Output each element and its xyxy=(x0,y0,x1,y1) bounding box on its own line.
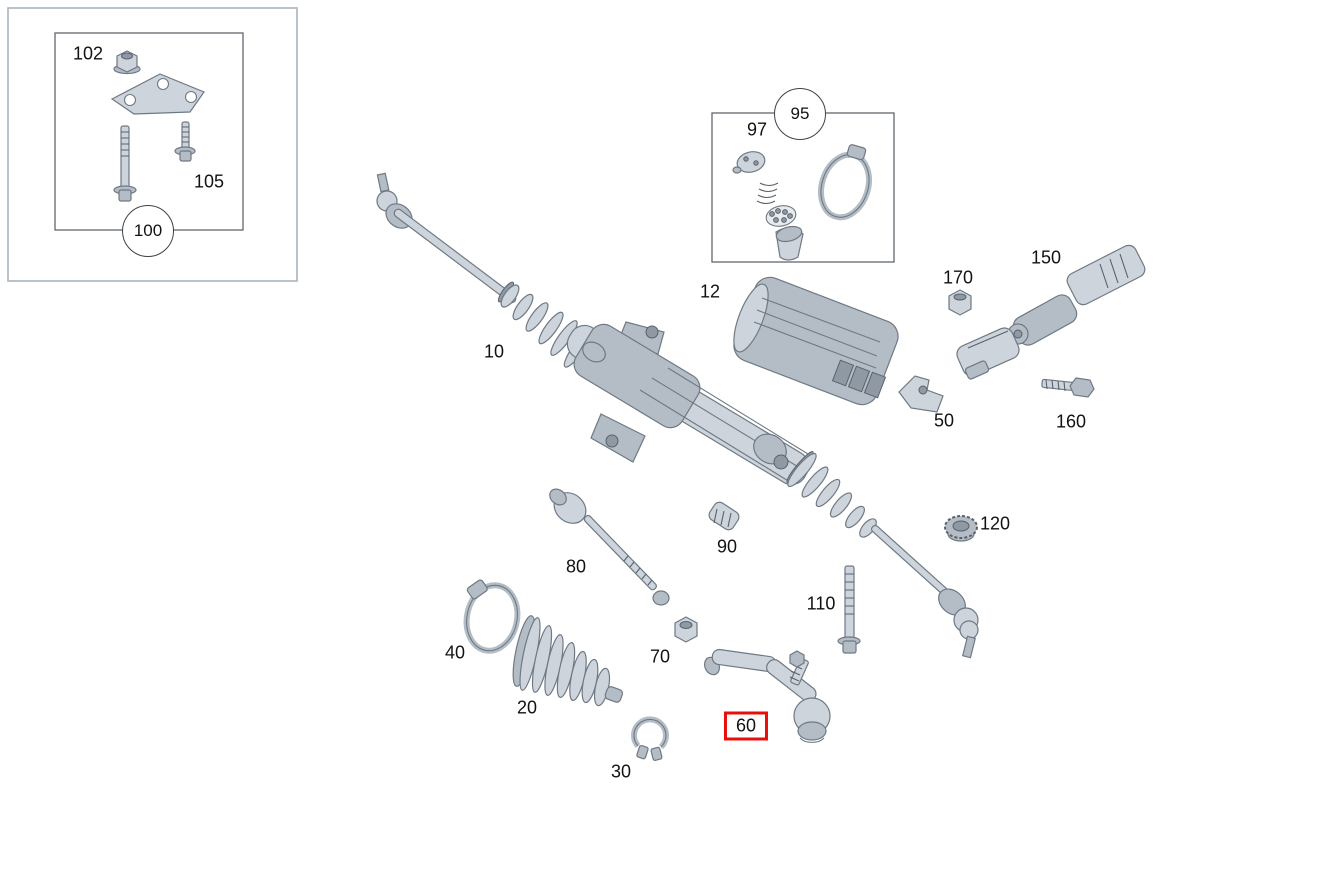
plug-piston-icon xyxy=(775,225,804,261)
mounting-plate-icon xyxy=(110,73,205,115)
part-label-90: 90 xyxy=(716,536,738,557)
part-label-60-highlighted: 60 xyxy=(723,711,769,741)
spring-icon xyxy=(756,182,779,205)
hose-clamp-95-icon xyxy=(817,144,873,221)
part-label-95-circled: 95 xyxy=(774,88,826,140)
cap-97-icon xyxy=(732,151,766,174)
bearing-icon xyxy=(765,205,797,227)
part-label-40: 40 xyxy=(444,642,466,663)
part-label-12: 12 xyxy=(699,281,721,302)
part-label-70: 70 xyxy=(649,646,671,667)
bolt-105-icon xyxy=(174,121,196,162)
bellows-boot-icon xyxy=(512,615,624,707)
part-label-50: 50 xyxy=(933,410,955,431)
part-label-102: 102 xyxy=(72,43,104,64)
inner-tie-rod-icon xyxy=(549,488,670,606)
part-label-160: 160 xyxy=(1055,411,1087,432)
boot-clamp-40-icon xyxy=(463,579,521,654)
part-label-105: 105 xyxy=(193,171,225,192)
tie-rod-end-60-icon xyxy=(704,648,831,743)
steering-shaft-coupling-icon xyxy=(956,244,1146,380)
part-label-30: 30 xyxy=(610,761,632,782)
bracket-50-icon xyxy=(898,375,944,413)
nut-70-icon xyxy=(674,616,698,643)
part-label-97: 97 xyxy=(746,119,768,140)
part-label-10: 10 xyxy=(483,341,505,362)
servo-motor-unit-icon xyxy=(733,276,899,406)
bolt-160-icon xyxy=(1041,377,1095,398)
part-label-80: 80 xyxy=(565,556,587,577)
part-label-100-circled: 100 xyxy=(122,205,174,257)
steering-gear-assembly xyxy=(376,172,979,659)
nut-120-icon xyxy=(944,515,978,542)
clamp-30-icon xyxy=(631,716,669,761)
nut-170-icon xyxy=(948,289,972,316)
spacer-90-icon xyxy=(708,501,740,531)
part-label-20: 20 xyxy=(516,697,538,718)
part-label-110: 110 xyxy=(806,593,836,614)
part-label-120: 120 xyxy=(979,513,1011,534)
nut-102-icon xyxy=(113,50,141,75)
bolt-long-icon xyxy=(113,125,137,202)
bolt-110-icon xyxy=(837,565,861,654)
part-label-150: 150 xyxy=(1030,247,1062,268)
part-label-170: 170 xyxy=(942,267,974,288)
